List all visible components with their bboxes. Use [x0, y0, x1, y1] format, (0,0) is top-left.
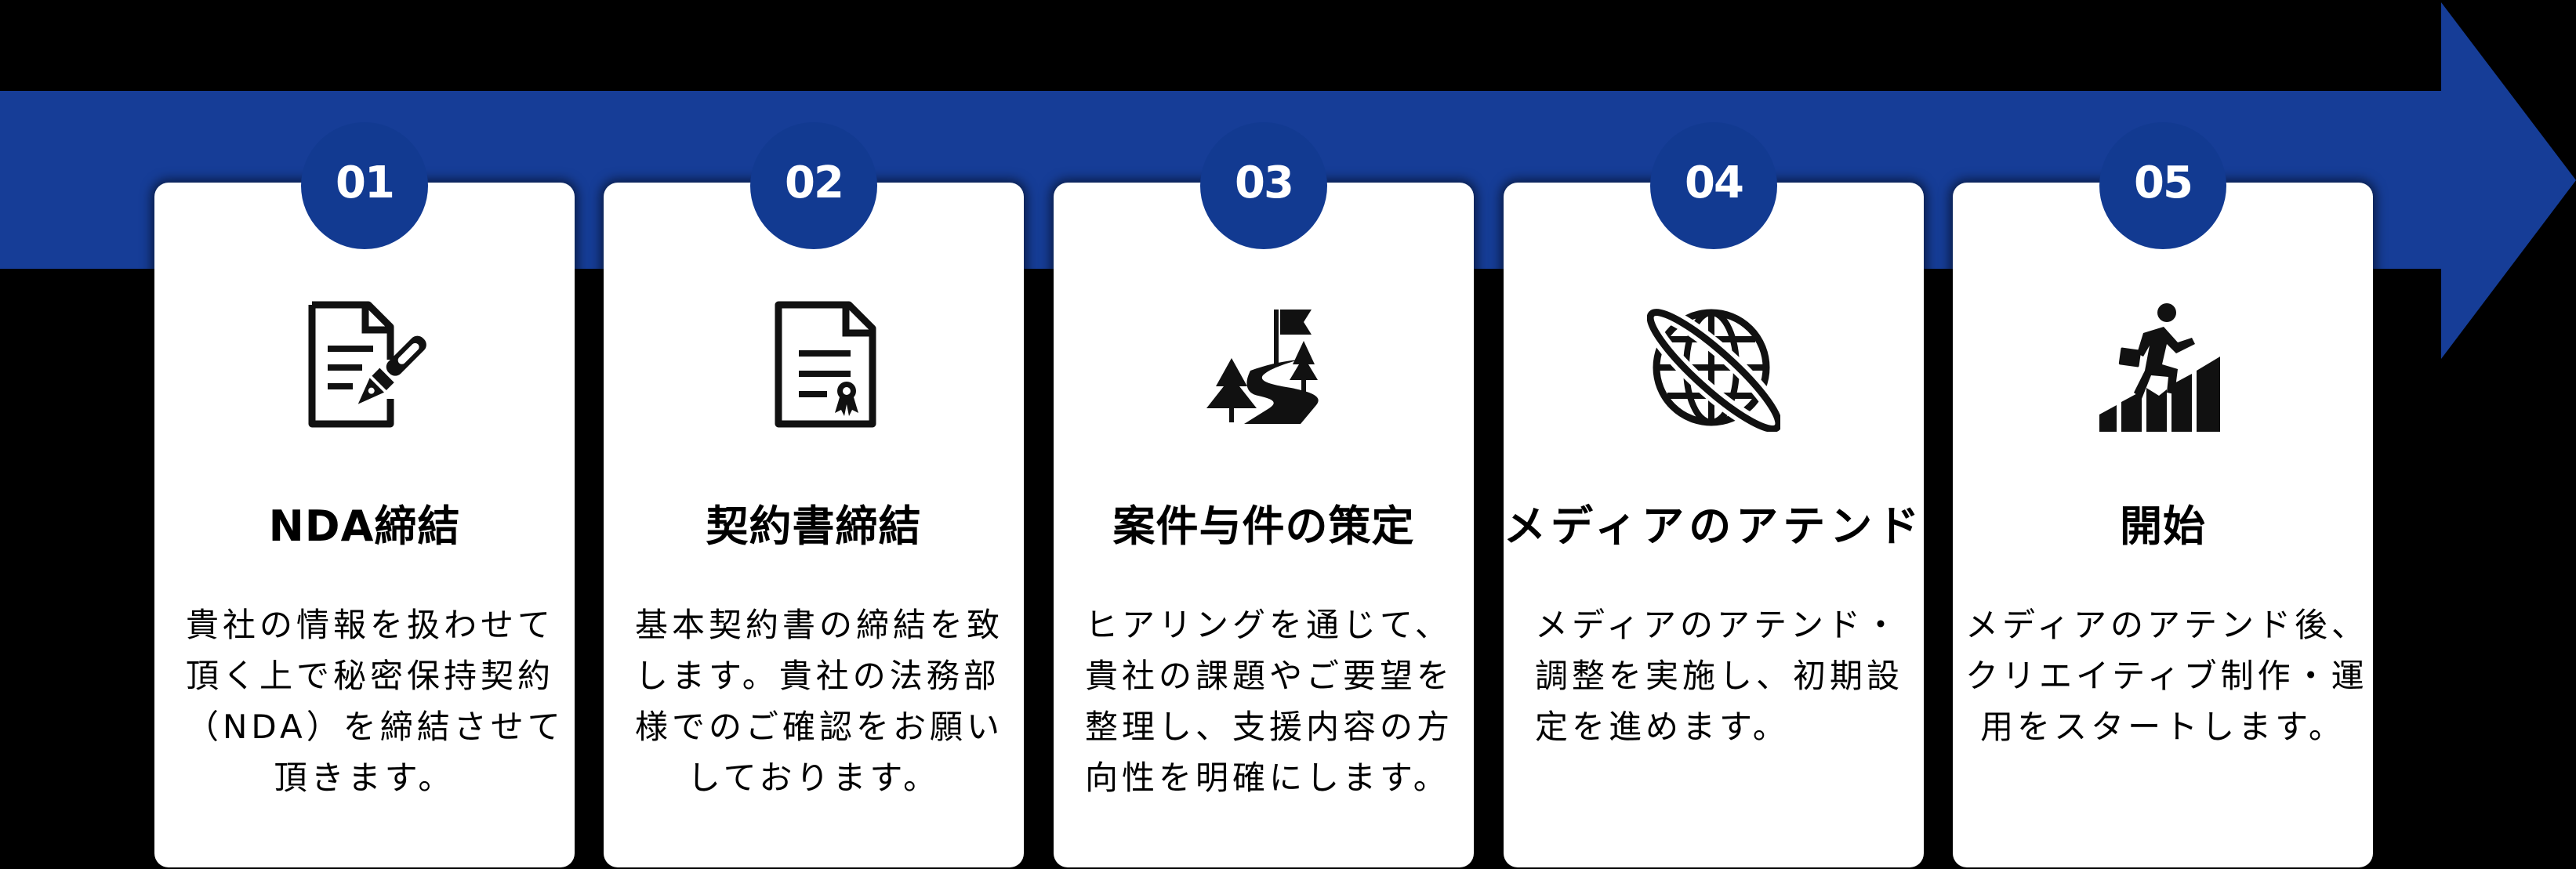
description-line: メディアのアテンド・ [1535, 606, 1902, 644]
description-line: 様でのご確認をお願い [635, 708, 1004, 746]
step-number-badge-5: 05 [2099, 122, 2226, 249]
step-number-badge-3: 03 [1200, 122, 1327, 249]
step-description: メディアのアテンド・ 調整を実施し、初期設 定を進めます。 [1535, 599, 1904, 752]
description-line: 整理し、支援内容の方 [1085, 708, 1454, 746]
description-line: 貴社の課題やご要望を [1085, 657, 1454, 695]
step-card-4: メディアのアテンド メディアのアテンド・ 調整を実施し、初期設 定を進めます。 [1504, 183, 1924, 867]
description-line: 向性を明確にします。 [1085, 759, 1450, 797]
step-card-2: 契約書締結 基本契約書の締結を致 します。貴社の法務部 様でのご確認をお願い し… [604, 183, 1024, 867]
description-line: 頂きます。 [274, 759, 455, 797]
contract-certificate-icon [747, 299, 880, 432]
step-title: 案件与件の策定 [1112, 501, 1415, 551]
step-number-badge-2: 02 [750, 122, 877, 249]
description-line: 基本契約書の締結を致 [635, 606, 1004, 644]
businessman-climbing-growth-icon [2096, 299, 2230, 432]
description-line: 定を進めます。 [1535, 708, 1790, 746]
step-number-badge-4: 04 [1650, 122, 1777, 249]
step-card-3: 案件与件の策定 ヒアリングを通じて、 貴社の課題やご要望を 整理し、支援内容の方… [1054, 183, 1474, 867]
description-line: 用をスタートします。 [1980, 708, 2346, 746]
description-line: （NDA）を締結させて [186, 708, 564, 746]
step-title: NDA締結 [268, 501, 461, 551]
description-line: 頂く上で秘密保持契約 [186, 657, 555, 695]
step-description: 基本契約書の締結を致 します。貴社の法務部 様でのご確認をお願い しております。 [635, 599, 1004, 803]
description-line: ヒアリングを通じて、 [1085, 606, 1452, 644]
description-line: クリエイティブ制作・運 [1965, 657, 2368, 695]
step-card-5: 開始 メディアのアテンド後、 クリエイティブ制作・運 用をスタートします。 [1953, 183, 2373, 867]
document-signing-pen-icon [298, 299, 431, 432]
arrow-head-icon [2441, 2, 2576, 359]
step-card-1: NDA締結 貴社の情報を扱わせて 頂く上で秘密保持契約 （NDA）を締結させて … [154, 183, 575, 867]
description-line: 調整を実施し、初期設 [1535, 657, 1904, 695]
description-line: 貴社の情報を扱わせて [186, 606, 555, 644]
description-line: します。貴社の法務部 [635, 657, 1000, 695]
step-title: 開始 [2120, 501, 2206, 551]
road-flag-goal-icon [1197, 299, 1330, 432]
step-title: メディアのアテンド [1504, 501, 1925, 551]
globe-orbit-icon [1647, 299, 1780, 432]
step-title: 契約書締結 [706, 501, 922, 551]
step-description: ヒアリングを通じて、 貴社の課題やご要望を 整理し、支援内容の方 向性を明確にし… [1085, 599, 1454, 803]
step-description: メディアのアテンド後、 クリエイティブ制作・運 用をスタートします。 [1965, 599, 2369, 752]
description-line: しております。 [687, 759, 941, 797]
description-line: メディアのアテンド後、 [1965, 606, 2369, 644]
step-description: 貴社の情報を扱わせて 頂く上で秘密保持契約 （NDA）を締結させて 頂きます。 [186, 599, 564, 803]
step-number-badge-1: 01 [301, 122, 428, 249]
